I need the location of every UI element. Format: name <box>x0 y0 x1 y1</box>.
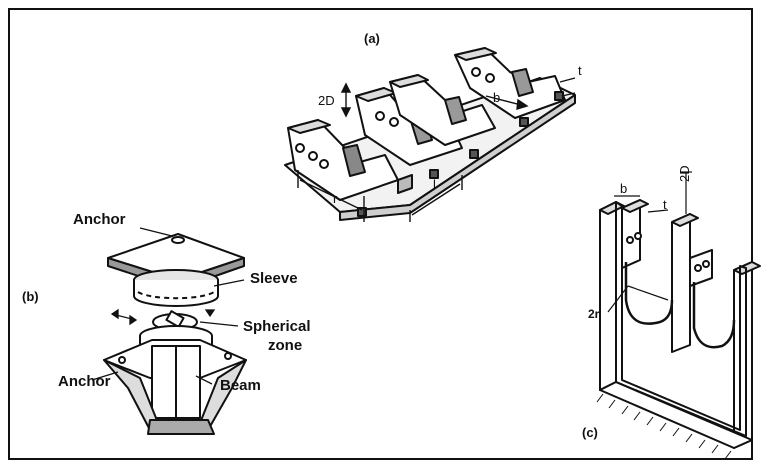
dim-c-t-line <box>647 209 669 213</box>
leader-anchor-bottom <box>91 371 119 381</box>
part-spherical-line2: zone <box>268 337 303 354</box>
part-spherical-line1: Spherical <box>243 318 311 335</box>
frame-base <box>599 381 753 449</box>
blade-1-web <box>342 144 366 177</box>
blade-4-hole-2 <box>485 73 495 83</box>
blade-1-hole-3 <box>319 159 329 169</box>
sleeve-dash <box>137 291 215 300</box>
dim-r-line <box>299 179 363 211</box>
u-strip-2 <box>692 282 736 349</box>
part-anchor-top: Anchor <box>73 211 126 228</box>
motion-arrow-head-2 <box>129 314 138 326</box>
sleeve-body <box>133 280 219 307</box>
top-anchor-stud <box>171 236 185 244</box>
dim-a-r: r <box>333 191 338 206</box>
plate-left-hole-1 <box>626 236 634 244</box>
dim-a-2d: 2D <box>318 93 335 108</box>
blade-1 <box>287 119 399 201</box>
plate-middle <box>671 213 691 353</box>
motion-arrow-head-1 <box>110 308 119 320</box>
plate-left-top <box>621 199 649 213</box>
blade-4 <box>454 47 566 119</box>
leader-sleeve <box>213 279 245 287</box>
stud-3 <box>469 149 479 159</box>
dim-2d-arrow-top <box>340 82 352 93</box>
dim-c-2d: 2D <box>677 165 692 182</box>
dim-a-b: b <box>493 90 501 105</box>
frame-left-post-top <box>599 201 625 215</box>
panel-a-label: (a) <box>364 31 380 46</box>
stud-4 <box>519 117 529 127</box>
leader-anchor-top <box>139 227 173 237</box>
base-hopper-front <box>147 419 215 435</box>
plate-right-hole-1 <box>694 264 702 272</box>
blade-2-hole-1 <box>375 111 385 121</box>
panel-c-label: (c) <box>582 425 598 440</box>
dim-c-b: b <box>620 181 628 196</box>
blade-1-hole-1 <box>295 143 305 153</box>
dim-t-line-2 <box>561 92 576 97</box>
dim-2d-arrow-bottom <box>340 107 352 118</box>
frame-inner <box>615 201 747 437</box>
base-plate-edge <box>339 94 576 221</box>
spherical-zone-pin <box>165 310 185 328</box>
part-sleeve: Sleeve <box>250 270 298 287</box>
stud-2 <box>429 169 439 179</box>
dim-l-line <box>411 183 461 216</box>
u-strip-1 <box>624 262 674 325</box>
leader-beam <box>195 375 213 385</box>
blade-4-top <box>454 47 497 61</box>
dim-c-2r-leader <box>607 285 629 313</box>
dim-c-t: t <box>663 197 667 212</box>
dim-b-arrow <box>516 98 529 110</box>
dim-t-line <box>559 77 576 83</box>
plate-middle-top <box>671 213 699 227</box>
plate-right-hole-2 <box>702 260 710 268</box>
blade-1-top <box>287 119 331 134</box>
blade-4-web <box>511 68 534 97</box>
bottom-anchor-hole-2 <box>224 352 232 360</box>
blade-3-web <box>444 96 467 125</box>
frame-left-post <box>599 201 617 391</box>
panel-b-label: (b) <box>22 289 39 304</box>
blade-1-side <box>397 174 413 194</box>
dim-a-t: t <box>578 63 582 78</box>
blade-4-hole-1 <box>471 67 481 77</box>
part-anchor-bottom: Anchor <box>58 373 111 390</box>
frame-right-post <box>733 261 753 449</box>
plate-left-hole-2 <box>634 232 642 240</box>
blade-2-hole-2 <box>389 117 399 127</box>
figure-frame <box>8 8 753 460</box>
blade-1-hole-2 <box>308 151 318 161</box>
rotation-arrow <box>204 309 216 318</box>
dim-a-l: l <box>433 177 436 192</box>
blade-3 <box>389 74 496 146</box>
leader-spherical <box>199 321 239 327</box>
dim-c-2r-line <box>627 285 669 301</box>
bottom-anchor-hole-1 <box>118 356 126 364</box>
part-beam: Beam <box>220 377 261 394</box>
stud-1 <box>357 207 367 217</box>
blade-3-top <box>389 74 429 88</box>
dim-c-2r: 2r <box>588 307 600 321</box>
ground-hatching <box>596 393 732 460</box>
